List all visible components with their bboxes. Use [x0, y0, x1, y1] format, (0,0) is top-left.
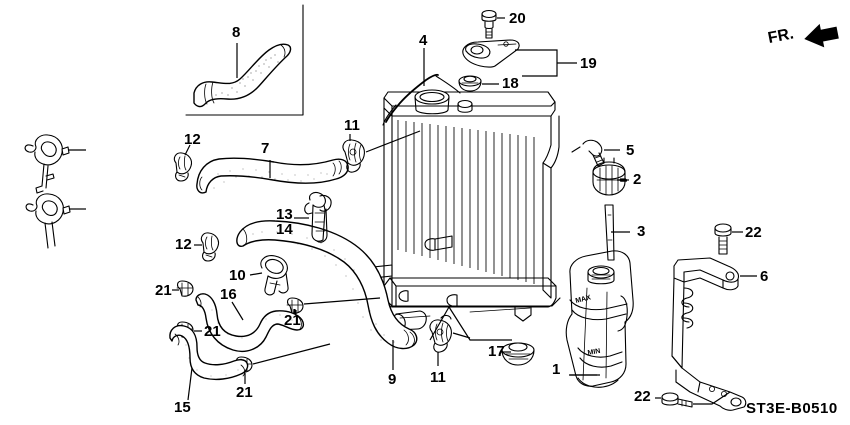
part-5-bolt	[571, 139, 620, 167]
callout-number-15: 15	[174, 399, 191, 416]
callout-number-19: 19	[580, 55, 597, 72]
part-16-breather-hose	[195, 293, 305, 353]
part-17-cushion	[429, 306, 535, 366]
part-11-clamp-upper	[342, 130, 421, 173]
part-13-14-tube-clips	[294, 191, 332, 243]
part-20-bolt	[481, 9, 505, 39]
callout-number-6: 6	[760, 268, 769, 285]
callout-number-22b: 22	[634, 388, 651, 405]
callout-number-22a: 22	[745, 224, 762, 241]
callout-number-2: 2	[633, 171, 642, 188]
tank-min-label: MIN	[587, 348, 601, 357]
part-11-clamp-lower	[429, 314, 471, 366]
callout-number-21a: 21	[155, 282, 172, 299]
callout-number-10: 10	[229, 267, 246, 284]
callout-number-13: 13	[276, 206, 293, 223]
callout-number-21c: 21	[236, 384, 253, 401]
callout-number-11b: 11	[430, 369, 446, 386]
part-2-radiator-cap	[592, 157, 629, 196]
part-10-hose-clip	[249, 255, 289, 296]
part-19-bracket	[462, 39, 577, 77]
part-8-bypass-hose	[193, 43, 292, 108]
callout-number-7: 7	[261, 140, 270, 157]
tank-max-label: MAX	[575, 294, 592, 305]
callout-number-12b: 12	[175, 236, 192, 253]
part-6-bracket	[671, 257, 757, 411]
callout-number-18: 18	[502, 75, 519, 92]
part-3-reserve-tube	[604, 204, 630, 261]
part-12-clamp-lower	[194, 232, 220, 262]
callout-number-9: 9	[388, 371, 397, 388]
part-22-bolt-upper	[714, 223, 743, 255]
part-1-reserve-tank: MAX MIN	[565, 250, 634, 388]
callout-number-1: 1	[552, 361, 561, 378]
radiator-assembly	[362, 75, 561, 331]
callout-number-3: 3	[637, 223, 646, 240]
callout-number-5: 5	[626, 142, 635, 159]
inset-frame	[185, 4, 304, 116]
part-13-clip	[25, 193, 86, 249]
callout-number-8: 8	[232, 24, 241, 41]
callout-number-20: 20	[509, 10, 526, 27]
callout-number-21b: 21	[204, 323, 221, 340]
part-14-clip	[24, 134, 86, 194]
part-18-grommet	[458, 75, 499, 92]
part-22-bolt-lower	[655, 391, 731, 408]
part-15-water-hose	[169, 324, 249, 401]
part-7-upper-hose	[196, 157, 349, 194]
callout-number-4: 4	[419, 32, 428, 49]
callout-number-16: 16	[220, 286, 237, 303]
callout-number-11: 11	[344, 117, 360, 134]
callout-number-17: 17	[488, 343, 505, 360]
callout-number-21d: 21	[284, 312, 301, 329]
part-9-lower-hose	[236, 220, 418, 370]
callout-number-14: 14	[276, 221, 293, 238]
part-12-clamp-upper	[173, 144, 193, 182]
diagram-code: ST3E-B0510	[746, 400, 838, 417]
fr-arrow-icon	[804, 23, 839, 48]
callout-number-12: 12	[184, 131, 201, 148]
